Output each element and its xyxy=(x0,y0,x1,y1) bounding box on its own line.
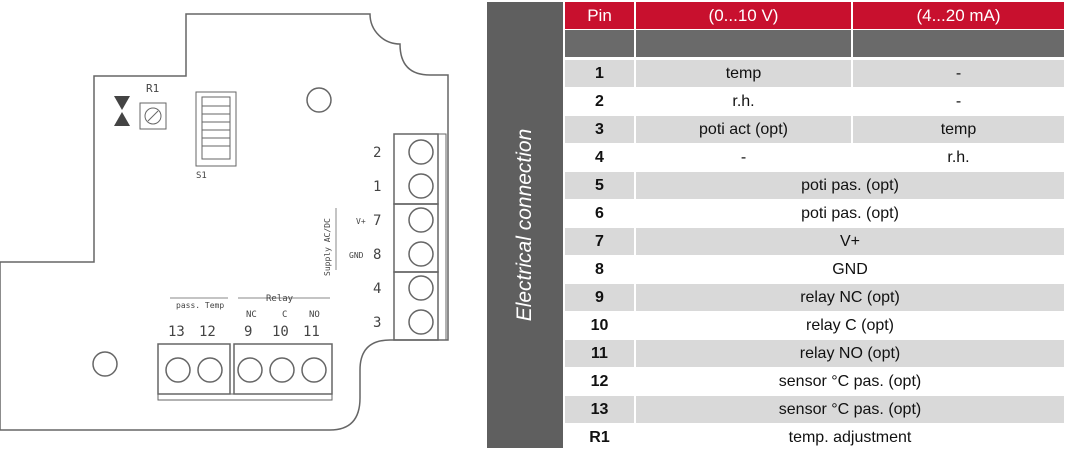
function-cell: sensor °C pas. (opt) xyxy=(634,395,1064,424)
pot-label: R1 xyxy=(146,82,159,95)
terminal-8-label: 8 xyxy=(373,247,381,263)
gnd-label: GND xyxy=(349,251,364,260)
vplus-label: V+ xyxy=(356,217,366,226)
pin-cell: 11 xyxy=(563,339,635,368)
table-row: 1 temp - xyxy=(563,58,1064,88)
dip-switch-s1: S1 xyxy=(195,91,237,181)
function-cell: sensor °C pas. (opt) xyxy=(634,367,1064,396)
table-row: 10 relay C (opt) xyxy=(563,311,1064,340)
header-current: (4...20 mA) xyxy=(851,2,1064,30)
function-cell: relay NO (opt) xyxy=(634,339,1064,368)
terminal-10-label: 10 xyxy=(272,324,289,340)
relay-label: Relay xyxy=(266,294,294,304)
voltage-cell: poti act (opt) xyxy=(634,115,852,144)
c-label: C xyxy=(282,310,287,320)
table-row: 2 r.h. - xyxy=(563,87,1064,116)
switch-label: S1 xyxy=(196,171,207,181)
table-spacer-row xyxy=(563,29,1064,60)
mounting-hole-bottom xyxy=(92,351,118,377)
function-cell: GND xyxy=(634,255,1064,284)
pin-assignment-table: Pin (0...10 V) (4...20 mA) 1 temp - 2 r.… xyxy=(563,2,1064,452)
voltage-cell: temp xyxy=(634,58,852,88)
voltage-cell: r.h. xyxy=(634,87,852,116)
current-cell: temp xyxy=(851,115,1064,144)
pin-cell: 3 xyxy=(563,115,635,144)
electrical-connection-panel: Electrical connection Pin (0...10 V) (4.… xyxy=(487,2,1064,452)
header-pin: Pin xyxy=(563,2,635,30)
terminal-11-label: 11 xyxy=(303,324,320,340)
table-row: 13 sensor °C pas. (opt) xyxy=(563,395,1064,424)
pin-cell: 8 xyxy=(563,255,635,284)
supply-label: Supply AC/DC xyxy=(323,218,332,276)
table-row: 3 poti act (opt) temp xyxy=(563,115,1064,144)
function-cell: poti pas. (opt) xyxy=(634,199,1064,228)
function-cell: temp. adjustment xyxy=(634,423,1064,452)
pin-cell: 13 xyxy=(563,395,635,424)
table-row: 5 poti pas. (opt) xyxy=(563,171,1064,200)
table-row: R1 temp. adjustment xyxy=(563,423,1064,452)
bottom-terminal-block xyxy=(157,343,333,401)
table-row: 6 poti pas. (opt) xyxy=(563,199,1064,228)
pin-cell: 2 xyxy=(563,87,635,116)
pin-cell: 12 xyxy=(563,367,635,396)
terminal-3-label: 3 xyxy=(373,315,381,331)
side-band: Electrical connection xyxy=(487,2,563,448)
terminal-13-label: 13 xyxy=(168,324,185,340)
current-cell: r.h. xyxy=(851,143,1064,172)
voltage-cell: - xyxy=(634,143,852,172)
electrical-connection-label: Electrical connection xyxy=(513,128,536,322)
table-row: 12 sensor °C pas. (opt) xyxy=(563,367,1064,396)
function-cell: V+ xyxy=(634,227,1064,256)
table-row: 11 relay NO (opt) xyxy=(563,339,1064,368)
housing-outline xyxy=(0,13,449,431)
terminal-12-label: 12 xyxy=(199,324,216,340)
pin-cell: 10 xyxy=(563,311,635,340)
function-cell: poti pas. (opt) xyxy=(634,171,1064,200)
pin-cell: 7 xyxy=(563,227,635,256)
pin-cell: 1 xyxy=(563,58,635,88)
terminal-7-label: 7 xyxy=(373,213,381,229)
pin-cell: 4 xyxy=(563,143,635,172)
pin-cell: R1 xyxy=(563,423,635,452)
table-row: 4 - r.h. xyxy=(563,143,1064,172)
function-cell: relay NC (opt) xyxy=(634,283,1064,312)
nc-label: NC xyxy=(246,310,257,320)
terminal-9-label: 9 xyxy=(244,324,252,340)
pin-cell: 9 xyxy=(563,283,635,312)
table-header-row: Pin (0...10 V) (4...20 mA) xyxy=(563,2,1064,30)
pcb-wiring-diagram: R1 S1 2 1 7 8 4 3 V+ GND xyxy=(0,13,449,431)
terminal-2-label: 2 xyxy=(373,145,381,161)
bottom-labels: pass. Temp Relay NC C NO 13 12 9 10 11 xyxy=(168,294,330,340)
current-cell: - xyxy=(851,58,1064,88)
mounting-hole-top xyxy=(306,87,332,113)
header-voltage: (0...10 V) xyxy=(634,2,852,30)
terminal-1-label: 1 xyxy=(373,179,381,195)
right-terminal-block: 2 1 7 8 4 3 V+ GND Supply AC/DC xyxy=(323,133,447,341)
table-row: 9 relay NC (opt) xyxy=(563,283,1064,312)
table-row: 8 GND xyxy=(563,255,1064,284)
no-label: NO xyxy=(309,310,320,320)
temp-label: pass. Temp xyxy=(176,301,224,310)
function-cell: relay C (opt) xyxy=(634,311,1064,340)
current-cell: - xyxy=(851,87,1064,116)
pin-cell: 6 xyxy=(563,199,635,228)
pin-cell: 5 xyxy=(563,171,635,200)
terminal-4-label: 4 xyxy=(373,281,381,297)
potentiometer-r1: R1 xyxy=(114,82,167,130)
table-row: 7 V+ xyxy=(563,227,1064,256)
